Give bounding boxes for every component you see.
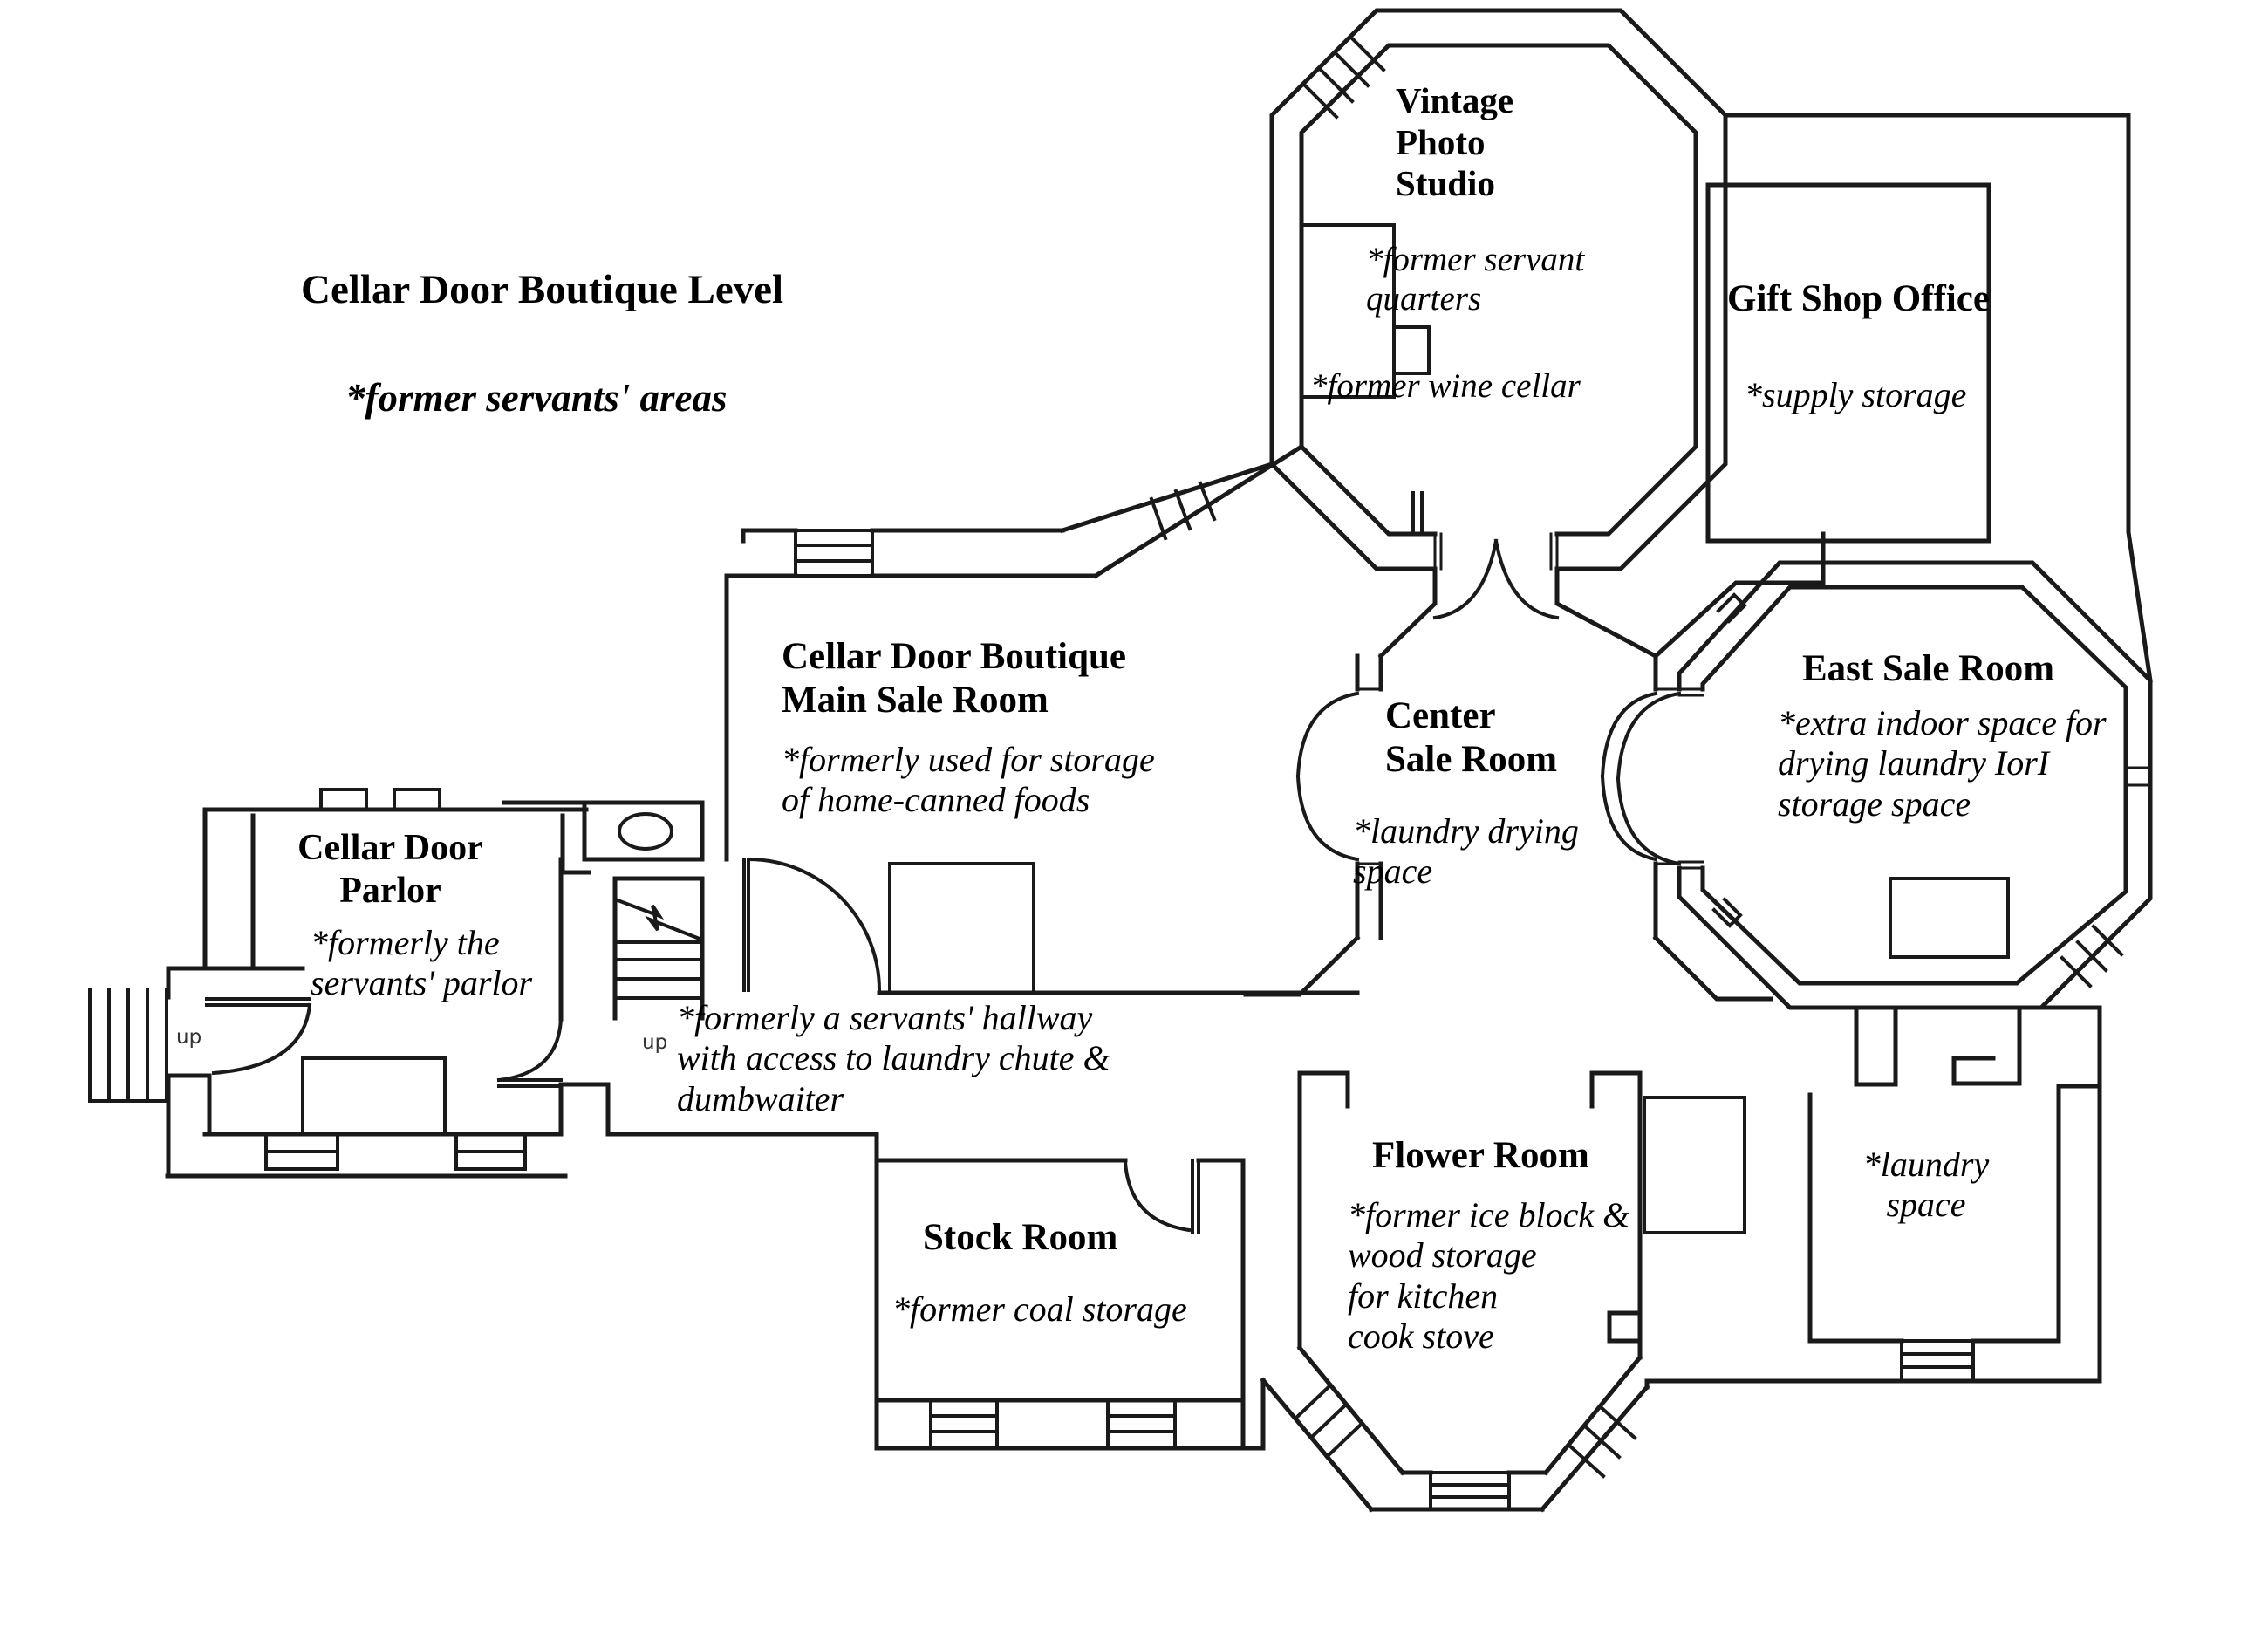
room-label-gift-shop-office: Gift Shop Office <box>1727 278 1990 319</box>
stairs-up-label-left: up <box>176 1026 202 1049</box>
note-servants-parlor: *formerly the servants' parlor <box>311 923 533 1003</box>
hallway-walls <box>558 1082 879 1163</box>
page-title: Cellar Door Boutique Level <box>301 267 784 312</box>
parlor-entry-door-swing-icon <box>211 1002 312 1076</box>
room-label-cellar-door-parlor: Cellar Door Parlor <box>297 828 483 911</box>
note-east-sale-room: *extra indoor space for drying laundry I… <box>1778 703 2107 824</box>
stock-window-icon <box>929 1398 1177 1450</box>
interior-stairs-icon <box>612 876 705 1021</box>
laundry-walls <box>1807 1005 2102 1384</box>
note-laundry-space: *laundry space <box>1862 1145 1990 1225</box>
studio-window-icon <box>1302 36 1386 120</box>
east-door-swing-icon <box>1616 691 1682 866</box>
porch-steps-icon <box>88 988 168 1103</box>
note-servants-hallway: *formerly a servants' hallway with acces… <box>677 998 1110 1118</box>
note-former-wine-cellar: *former wine cellar <box>1310 367 1581 405</box>
main-sale-room-walls <box>724 443 1360 995</box>
room-label-vintage-photo-studio: Vintage Photo Studio <box>1396 80 1514 204</box>
parlor-window-icon <box>264 1132 527 1171</box>
studio-entry-door-swing-icon <box>1432 538 1560 620</box>
main-counter <box>888 862 1035 995</box>
stock-door-swing-icon <box>1123 1159 1192 1233</box>
toilet-fixture-icon <box>618 812 673 851</box>
east-counter <box>1889 877 2010 959</box>
center-east-door-swing-icon <box>1600 691 1658 862</box>
note-main-sale-room: *formerly used for storage of home-canne… <box>782 740 1155 820</box>
note-former-servant-quarters: *former servant quarters <box>1366 241 1585 318</box>
vestibule-window-icon <box>1149 481 1217 541</box>
parlor-bench <box>301 1056 447 1136</box>
studio-walls <box>1269 8 1728 571</box>
parlor-hall-door-swing-icon <box>496 1016 564 1083</box>
note-former-coal-storage: *former coal storage <box>892 1289 1187 1329</box>
flower-ice-box <box>1643 1096 1746 1234</box>
room-label-flower-room: Flower Room <box>1372 1135 1589 1176</box>
center-room-walls <box>1243 566 1773 1002</box>
main-door-swing-icon <box>746 857 882 993</box>
note-supply-storage: *supply storage <box>1745 375 1967 414</box>
center-west-door-swing-icon <box>1295 691 1360 862</box>
note-laundry-drying-space: *laundry drying space <box>1353 811 1579 892</box>
main-window-icon <box>794 529 874 578</box>
flower-bay-window-icon <box>1293 1383 1637 1511</box>
stairs-up-label-right: up <box>642 1031 668 1054</box>
room-label-stock-room: Stock Room <box>923 1217 1118 1258</box>
room-label-main-sale-room: Cellar Door Boutique Main Sale Room <box>782 636 1126 721</box>
room-label-east-sale-room: East Sale Room <box>1802 648 2055 689</box>
gift-shop-walls <box>1652 113 2153 683</box>
east-window-icon <box>2060 924 2124 988</box>
page-subtitle: *former servants' areas <box>345 376 728 420</box>
laundry-window-icon <box>1900 1339 1975 1383</box>
room-label-center-sale-room: Center Sale Room <box>1385 695 1558 780</box>
note-flower-room: *former ice block & wood storage for kit… <box>1348 1195 1630 1357</box>
east-sale-room-walls <box>1677 560 2153 1010</box>
